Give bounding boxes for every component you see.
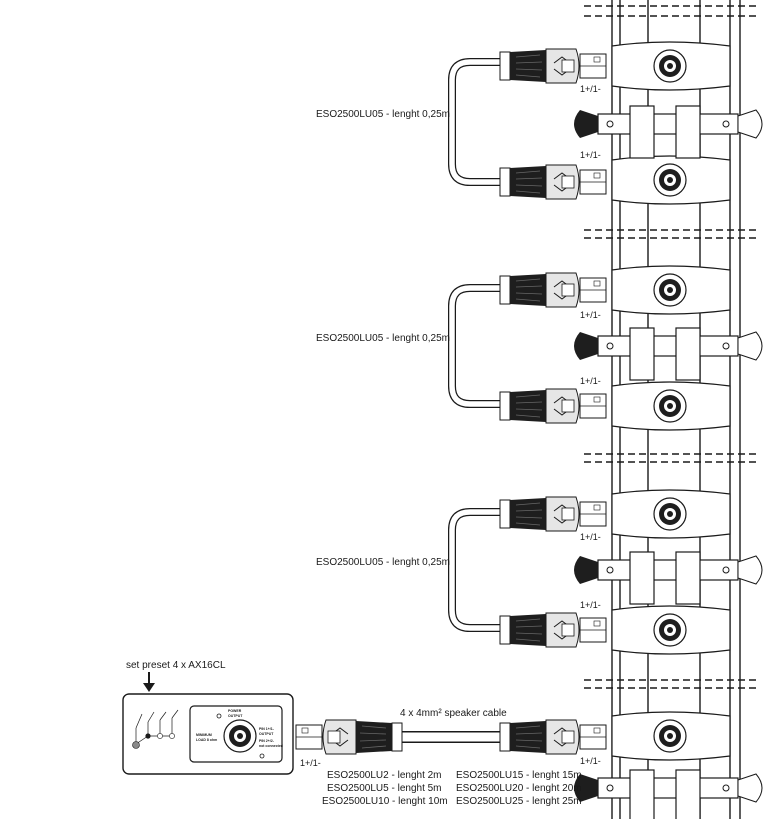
down-arrow-icon [143, 672, 155, 692]
speakon-socket-icon [653, 273, 687, 307]
speakon-connector-icon [499, 719, 607, 755]
speakon-socket-icon [653, 49, 687, 83]
link-cable-label: ESO2500LU05 - lenght 0,25m [316, 333, 450, 344]
polarity-label: 1+/1- [580, 600, 601, 610]
amplifier-panel: POWER OUTPUT MINIMUM LOAD 8 ohm PIN 1+/1… [122, 693, 294, 775]
speakon-socket-icon [653, 613, 687, 647]
cable-option: ESO2500LU10 - lenght 10m [322, 796, 448, 807]
amp-output-socket-icon [223, 719, 257, 753]
link-cable-label: ESO2500LU05 - lenght 0,25m [316, 109, 450, 120]
preset-led-icon [169, 733, 175, 739]
cable-option: ESO2500LU20 - lenght 20m [456, 783, 582, 794]
polarity-label: 1+/1- [580, 376, 601, 386]
amp-minimum-label: MINIMUM [196, 733, 212, 737]
link-cable-1 [448, 48, 607, 200]
cable-options-right: ESO2500LU15 - lenght 15m ESO2500LU20 - l… [456, 770, 582, 807]
polarity-label: 1+/1- [580, 150, 601, 160]
cable-option: ESO2500LU5 - lenght 5m [327, 783, 442, 794]
preset-led-icon [132, 741, 140, 749]
amp-output-title: POWER [228, 709, 242, 713]
polarity-label: 1+/1- [580, 310, 601, 320]
speakon-connector-icon [499, 272, 607, 308]
amp-output-title: OUTPUT [228, 714, 243, 718]
cable-options-left: ESO2500LU2 - lenght 2m ESO2500LU5 - leng… [322, 770, 448, 807]
link-cable-3 [448, 496, 607, 648]
amp-pin-label: PIN 1+/1- [259, 727, 275, 731]
speakon-connector-icon [295, 719, 403, 755]
amp-minimum-label: LOAD 8 ohm [196, 738, 217, 742]
speakon-socket-icon [653, 389, 687, 423]
polarity-label: 1+/1- [300, 758, 321, 768]
speakon-connector-icon [499, 496, 607, 532]
preset-label: set preset 4 x AX16CL [126, 660, 226, 671]
polarity-label: 1+/1- [580, 84, 601, 94]
polarity-label: 1+/1- [580, 532, 601, 542]
speakon-socket-icon [653, 719, 687, 753]
amp-pin-label: OUTPUT [259, 732, 274, 736]
amp-pin-label: not connected [259, 744, 283, 748]
speakon-socket-icon [653, 497, 687, 531]
speakon-connector-icon [499, 164, 607, 200]
amp-pin-label: PIN 2+/2- [259, 739, 275, 743]
cable-option: ESO2500LU15 - lenght 15m [456, 770, 582, 781]
polarity-label: 1+/1- [580, 756, 601, 766]
link-cable-2 [448, 272, 607, 424]
rigging-clamp-icon [573, 551, 763, 605]
speaker-cable [295, 719, 607, 755]
preset-led-icon [145, 733, 151, 739]
speaker-column [573, 0, 763, 819]
speakon-connector-icon [499, 612, 607, 648]
rigging-clamp-icon [573, 327, 763, 381]
speakon-connector-icon [499, 388, 607, 424]
preset-led-icon [157, 733, 163, 739]
rigging-clamp-icon [573, 769, 763, 819]
link-cable-label: ESO2500LU05 - lenght 0,25m [316, 557, 450, 568]
speakon-socket-icon [653, 163, 687, 197]
speaker-cable-label: 4 x 4mm² speaker cable [400, 708, 507, 719]
speakon-connector-icon [499, 48, 607, 84]
rigging-clamp-icon [573, 105, 763, 159]
cable-option: ESO2500LU25 - lenght 25m [456, 796, 582, 807]
cable-option: ESO2500LU2 - lenght 2m [327, 770, 442, 781]
